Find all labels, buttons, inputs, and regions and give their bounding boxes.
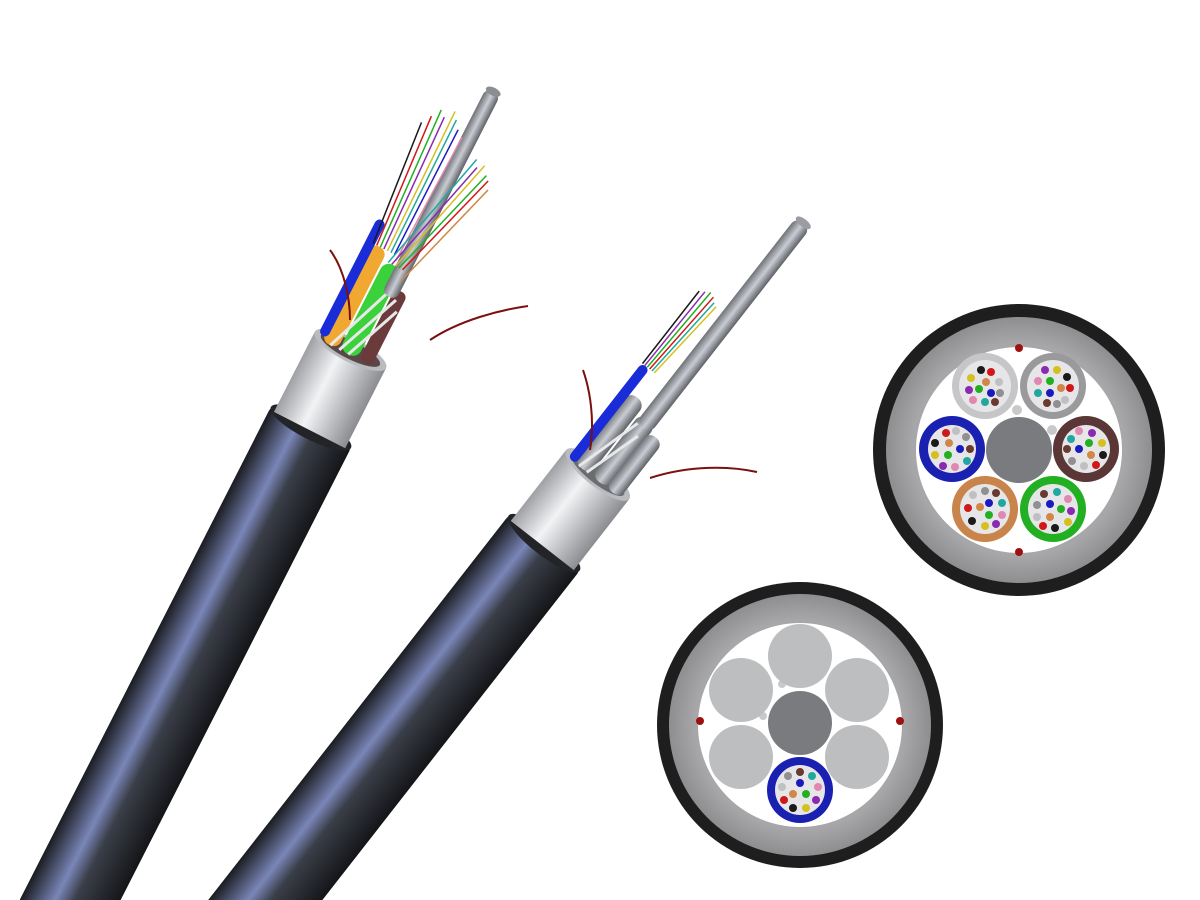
filler-rod-3 [608,435,660,495]
right-ripcord-2 [649,466,758,479]
left-cable [19,86,529,900]
orange-tube [324,245,385,347]
right-cable [192,216,811,900]
filler-rod-1 [577,395,642,472]
cross-section-6-tube [873,304,1165,596]
right-cable-jacket [192,516,579,900]
filler-top-right [825,658,889,722]
tube-top-right [1020,353,1086,419]
central-strength-member [986,417,1052,483]
left-fiber-bundle [372,109,489,282]
tube-bottom-right [1020,476,1086,542]
tube-right [1053,416,1119,482]
tube-top-left [952,353,1018,419]
filler-top [768,624,832,688]
cross-section-1-tube [657,582,943,868]
tube-bottom-left [952,476,1018,542]
left-ripcord-2 [429,305,529,341]
ripcord-top [1015,344,1023,352]
left-cable-jacket [19,407,350,900]
ripcord-left [696,717,704,725]
ripcord-right [896,717,904,725]
filler-rod-2 [595,416,653,485]
filler-bottom-right [825,725,889,789]
blue-tube [320,219,385,337]
tube-bottom-blue [767,757,833,823]
right-blue-tube [569,365,648,462]
ripcord-bottom [1015,548,1023,556]
brown-tube [360,290,406,365]
filler-bottom-left [709,725,773,789]
central-strength-member [768,691,832,755]
right-fiber-bundle [641,290,717,374]
left-ripcord-1 [329,249,351,321]
right-ripcord-1 [582,369,594,451]
filler-top-left [709,658,773,722]
right-central-member [639,220,808,430]
tube-left [919,416,985,482]
